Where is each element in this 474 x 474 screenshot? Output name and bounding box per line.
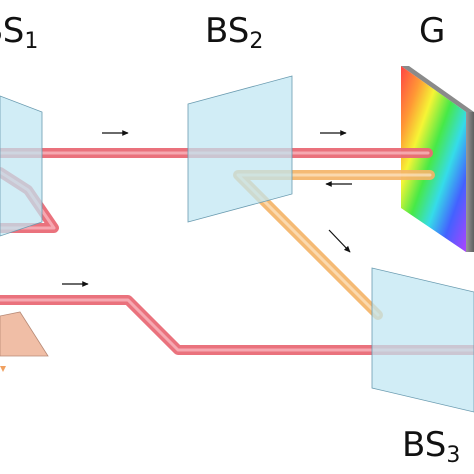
diffraction-grating	[401, 66, 474, 252]
arrow-icon	[328, 229, 351, 253]
beam-splitter-bs1	[0, 95, 43, 237]
label-bs2: BS2	[205, 11, 263, 54]
label-bs2-main: BS	[205, 11, 249, 51]
red-beam-bottom	[0, 295, 474, 355]
label-bs3-main: BS	[402, 425, 446, 465]
label-bs3-sub: 3	[446, 443, 460, 468]
prism	[0, 311, 49, 372]
label-grating: G	[419, 11, 445, 51]
label-bs3: BS3	[402, 425, 460, 468]
label-bs1: BS1	[0, 11, 38, 54]
beam-splitter-bs2	[187, 75, 293, 223]
beam-splitter-bs3	[371, 267, 474, 413]
direction-arrows	[62, 130, 352, 287]
label-bs1-main: BS	[0, 11, 24, 51]
label-bs1-sub: 1	[24, 29, 38, 54]
label-bs2-sub: 2	[249, 29, 263, 54]
label-grating-main: G	[419, 11, 445, 51]
